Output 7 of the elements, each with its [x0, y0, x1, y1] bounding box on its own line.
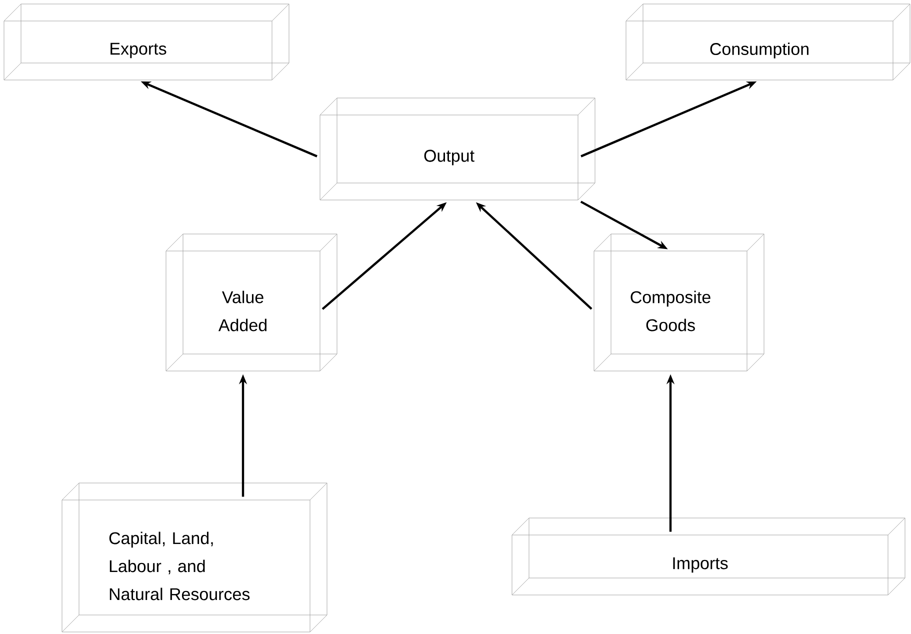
box-3d: Output — [320, 98, 596, 200]
box-3d: Capital, Land, Labour , and Natural Resources — [62, 482, 328, 632]
box-3d: Consumption — [626, 4, 910, 80]
box-3d: Value Added — [166, 234, 338, 372]
box-3d: Composite Goods — [594, 234, 764, 372]
box-3d: Exports — [4, 4, 290, 80]
box-3d: Imports — [512, 518, 906, 596]
